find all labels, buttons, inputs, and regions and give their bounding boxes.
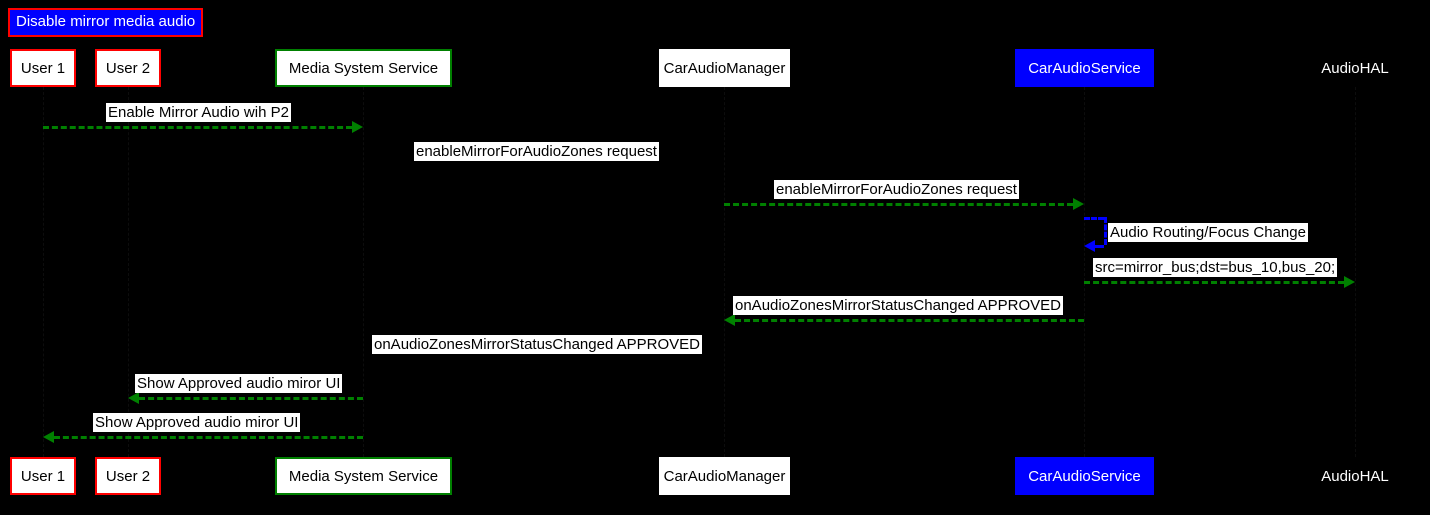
message-label-2: enableMirrorForAudioZones request (414, 142, 659, 161)
message-arrowhead-8 (128, 392, 139, 404)
message-arrowhead-3 (1073, 198, 1084, 210)
lifeline-user2 (128, 87, 129, 457)
lifeline-caraudiomanager (724, 87, 725, 457)
participant-user2-top[interactable]: User 2 (95, 49, 161, 87)
message-arrowhead-6 (724, 314, 735, 326)
participant-caraudiomanager-bottom[interactable]: CarAudioManager (659, 457, 790, 495)
message-label-6: onAudioZonesMirrorStatusChanged APPROVED (733, 296, 1064, 315)
message-label-7: onAudioZonesMirrorStatusChanged APPROVED (372, 335, 703, 354)
message-label-3: enableMirrorForAudioZones request (774, 180, 1019, 199)
message-label-1: Enable Mirror Audio wih P2 (106, 103, 291, 122)
lifeline-caraudioservice (1084, 87, 1085, 457)
participant-mediasystem-bottom[interactable]: Media System Service (275, 457, 452, 495)
message-line-8 (139, 397, 363, 400)
lifeline-audiohal (1355, 87, 1356, 457)
participant-mediasystem-top[interactable]: Media System Service (275, 49, 452, 87)
participant-audiohal-top[interactable]: AudioHAL (1321, 59, 1389, 77)
participant-caraudioservice-bottom[interactable]: CarAudioService (1015, 457, 1154, 495)
participant-caraudioservice-top[interactable]: CarAudioService (1015, 49, 1154, 87)
message-label-5: src=mirror_bus;dst=bus_10,bus_20; (1093, 258, 1338, 277)
participant-user2-bottom[interactable]: User 2 (95, 457, 161, 495)
message-line-1 (43, 126, 352, 129)
message-line-5 (1084, 281, 1344, 284)
message-line-9 (54, 436, 363, 439)
message-label-4: Audio Routing/Focus Change (1108, 223, 1308, 242)
message-label-8: Show Approved audio miror UI (135, 374, 343, 393)
message-arrowhead-9 (43, 431, 54, 443)
message-arrowhead-1 (352, 121, 363, 133)
participant-user1-top[interactable]: User 1 (10, 49, 76, 87)
self-loop-top-segment (1084, 217, 1104, 220)
self-loop-bottom-segment (1093, 245, 1104, 248)
message-arrowhead-5 (1344, 276, 1355, 288)
self-loop-right-segment (1104, 217, 1107, 245)
self-loop-arrowhead (1084, 240, 1095, 252)
lifeline-user1 (43, 87, 44, 457)
participant-user1-bottom[interactable]: User 1 (10, 457, 76, 495)
participant-audiohal-bottom[interactable]: AudioHAL (1321, 467, 1389, 485)
message-label-9: Show Approved audio miror UI (93, 413, 301, 432)
diagram-title: Disable mirror media audio (8, 8, 204, 37)
participant-caraudiomanager-top[interactable]: CarAudioManager (659, 49, 790, 87)
message-line-6 (735, 319, 1084, 322)
lifeline-mediasystem (363, 87, 364, 457)
message-line-3 (724, 203, 1073, 206)
